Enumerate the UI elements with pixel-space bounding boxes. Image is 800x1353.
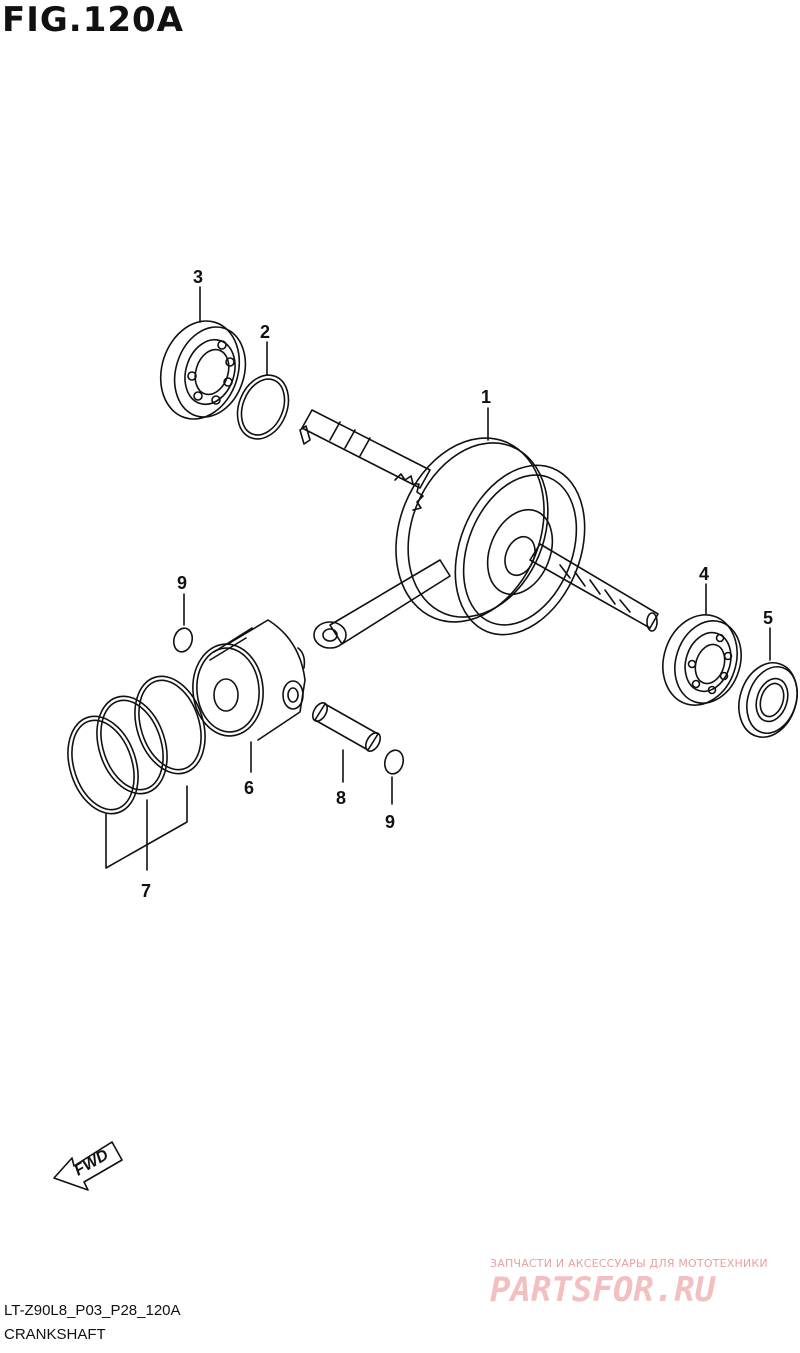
- bearing-part-4: [662, 583, 742, 706]
- callout-4: 4: [699, 564, 709, 584]
- circlip-part-9-upper: [172, 593, 194, 653]
- figure-code: LT-Z90L8_P03_P28_120A: [4, 1302, 181, 1319]
- watermark-logo: PARTSFOR.RU: [490, 1270, 716, 1310]
- callout-2: 2: [260, 322, 270, 342]
- crankshaft-part-1: [299, 407, 659, 649]
- piston-pin-part-8: [311, 702, 382, 783]
- figure-name: CRANKSHAFT: [4, 1326, 106, 1343]
- watermark-tagline: ЗАПЧАСТИ И АКСЕССУАРЫ ДЛЯ МОТОТЕХНИКИ: [490, 1257, 768, 1270]
- callout-3: 3: [193, 267, 203, 287]
- callout-7: 7: [141, 881, 151, 901]
- fwd-arrow-icon: FWD: [53, 1141, 123, 1191]
- callout-9-upper: 9: [177, 573, 187, 593]
- callout-1: 1: [481, 387, 491, 407]
- bearing-part-3: [159, 286, 247, 420]
- ring-part-2: [236, 341, 290, 440]
- callout-5: 5: [763, 608, 773, 628]
- oil-seal-part-5: [738, 627, 798, 738]
- figure-title: FIG.120A: [2, 0, 184, 40]
- circlip-part-9-lower: [383, 749, 405, 805]
- callout-6: 6: [244, 778, 254, 798]
- piston-part-6: [192, 619, 306, 773]
- piston-rings-part-7: [67, 675, 206, 871]
- callout-9-lower: 9: [385, 812, 395, 832]
- callout-8: 8: [336, 788, 346, 808]
